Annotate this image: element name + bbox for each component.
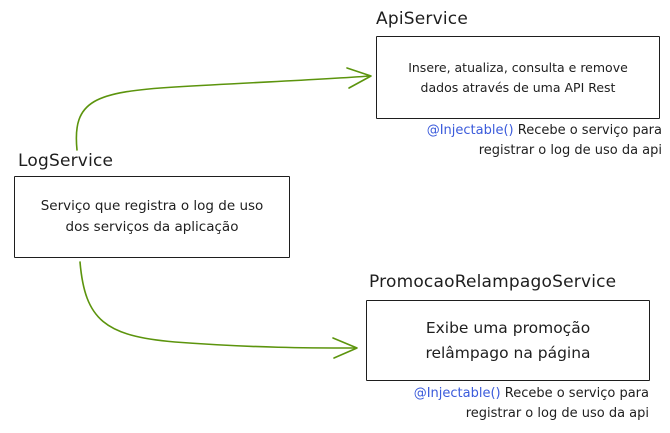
apiservice-injectable-decorator: @Injectable() <box>426 123 514 138</box>
apiservice-injectable-note: @Injectable() Recebe o serviço para regi… <box>378 121 662 161</box>
apiservice-description-line2: dados através de uma API Rest <box>420 79 616 95</box>
logservice-description: Serviço que registra o log de uso dos se… <box>41 196 264 238</box>
apiservice-note-line1-text: Recebe o serviço para <box>513 123 662 138</box>
logservice-description-line2: dos serviços da aplicação <box>65 219 239 235</box>
promocao-note-line2: registrar o log de uso da api <box>465 406 649 421</box>
promocao-injectable-decorator: @Injectable() <box>413 386 501 401</box>
promocao-description: Exibe uma promoção relâmpago na página <box>425 316 590 364</box>
promocao-note-line1: @Injectable() Recebe o serviço para <box>365 384 649 404</box>
apiservice-note-line2: registrar o log de uso da api <box>478 143 662 158</box>
apiservice-note-line1: @Injectable() Recebe o serviço para <box>378 121 662 141</box>
arrowhead-log-to-api <box>346 67 372 89</box>
promocao-note-line1-text: Recebe o serviço para <box>500 386 649 401</box>
arrowhead-log-to-promocao <box>332 337 358 359</box>
apiservice-title: ApiService <box>376 9 468 29</box>
promocao-description-line1: Exibe uma promoção <box>425 319 591 338</box>
promocao-description-line2: relâmpago na página <box>425 343 591 362</box>
apiservice-description: Insere, atualiza, consulta e remove dado… <box>408 58 628 97</box>
logservice-box: Serviço que registra o log de uso dos se… <box>14 176 290 258</box>
apiservice-description-line1: Insere, atualiza, consulta e remove <box>408 60 628 76</box>
arrow-log-to-api <box>75 75 371 151</box>
promocao-box: Exibe uma promoção relâmpago na página <box>366 300 650 381</box>
arrow-log-to-promocao <box>79 261 357 349</box>
logservice-description-line1: Serviço que registra o log de uso <box>40 198 264 215</box>
logservice-title: LogService <box>18 151 114 171</box>
promocao-injectable-note: @Injectable() Recebe o serviço para regi… <box>365 384 649 424</box>
promocao-title: PromocaoRelampagoService <box>369 272 617 292</box>
apiservice-box: Insere, atualiza, consulta e remove dado… <box>376 36 660 119</box>
